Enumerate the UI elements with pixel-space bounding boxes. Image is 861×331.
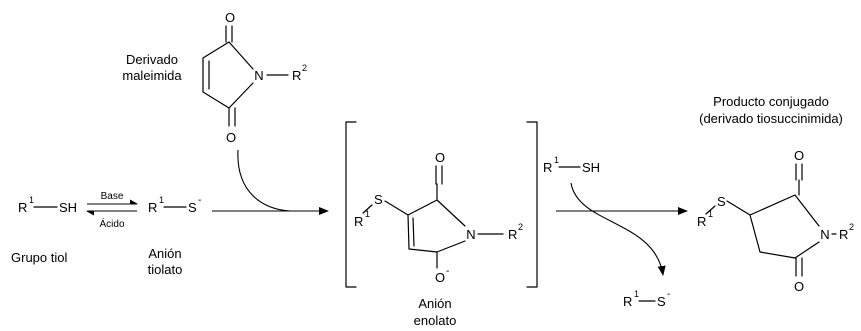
enolate-label-line1: Anión xyxy=(418,296,451,311)
bracket-right xyxy=(526,121,538,288)
atom-o-bottom: O xyxy=(794,279,804,294)
thiolate-charge: - xyxy=(667,289,670,300)
maleimide-addition-curve xyxy=(237,149,291,212)
atom-r2: R xyxy=(839,227,848,242)
atom-r1-index: 1 xyxy=(634,289,639,299)
atom-s: S xyxy=(657,294,666,309)
atom-r1: R xyxy=(354,214,363,229)
thiolate-structure: R 1 S - xyxy=(148,195,201,215)
atom-r1-index: 1 xyxy=(365,209,370,219)
atom-s: S xyxy=(188,200,197,215)
atom-r1: R xyxy=(148,200,157,215)
product-structure: R 1 S O N R 2 O xyxy=(697,148,854,294)
product-label-line1: Producto conjugado xyxy=(713,94,829,109)
atom-r1: R xyxy=(543,160,552,175)
thiolate-label-line2: tiolato xyxy=(148,262,183,277)
atom-r2-index: 2 xyxy=(518,222,523,232)
thiolate-charge: - xyxy=(198,195,201,206)
atom-s: S xyxy=(717,194,726,209)
enolate-structure: R 1 S O N R 2 O - xyxy=(354,150,523,285)
atom-r2-index: 2 xyxy=(849,222,854,232)
atom-o-top: O xyxy=(225,10,235,25)
atom-r1-index: 1 xyxy=(29,195,34,205)
acid-label: Ácido xyxy=(99,217,124,230)
thiol-structure: R 1 SH xyxy=(18,195,77,215)
thiolate-release-curve xyxy=(570,182,666,276)
thiol-reagent: R 1 SH xyxy=(543,155,600,175)
atom-n: N xyxy=(254,68,263,83)
base-label: Base xyxy=(101,191,124,202)
atom-o-bottom: O xyxy=(226,130,236,145)
atom-n: N xyxy=(820,227,829,242)
atom-r2: R xyxy=(292,68,301,83)
atom-s: S xyxy=(374,192,383,207)
atom-sh: SH xyxy=(59,200,77,215)
maleimide-label-line2: maleimida xyxy=(122,68,182,83)
atom-r1-index: 1 xyxy=(708,209,713,219)
thiol-group-label: Grupo tiol xyxy=(11,250,67,265)
atom-o-top: O xyxy=(435,150,445,165)
atom-r1: R xyxy=(697,214,706,229)
atom-o-top: O xyxy=(794,148,804,163)
thiolate-label-line1: Anión xyxy=(148,246,181,261)
product-label-line2: (derivado tiosuccinimida) xyxy=(699,111,843,126)
released-thiolate: R 1 S - xyxy=(623,289,670,309)
atom-r2-index: 2 xyxy=(302,63,307,73)
enolate-charge: - xyxy=(446,266,449,277)
maleimide-structure: O O N R 2 xyxy=(202,10,307,145)
atom-r1: R xyxy=(623,294,632,309)
atom-r1-index: 1 xyxy=(554,155,559,165)
equilibrium-arrows xyxy=(86,199,138,216)
atom-r2: R xyxy=(508,227,517,242)
bracket-left xyxy=(345,121,357,288)
atom-n: N xyxy=(466,227,475,242)
atom-r1: R xyxy=(18,200,27,215)
atom-o-bottom: O xyxy=(435,270,445,285)
atom-sh: SH xyxy=(582,160,600,175)
maleimide-label-line1: Derivado xyxy=(126,52,178,67)
enolate-label-line2: enolato xyxy=(414,313,457,328)
atom-r1-index: 1 xyxy=(159,195,164,205)
